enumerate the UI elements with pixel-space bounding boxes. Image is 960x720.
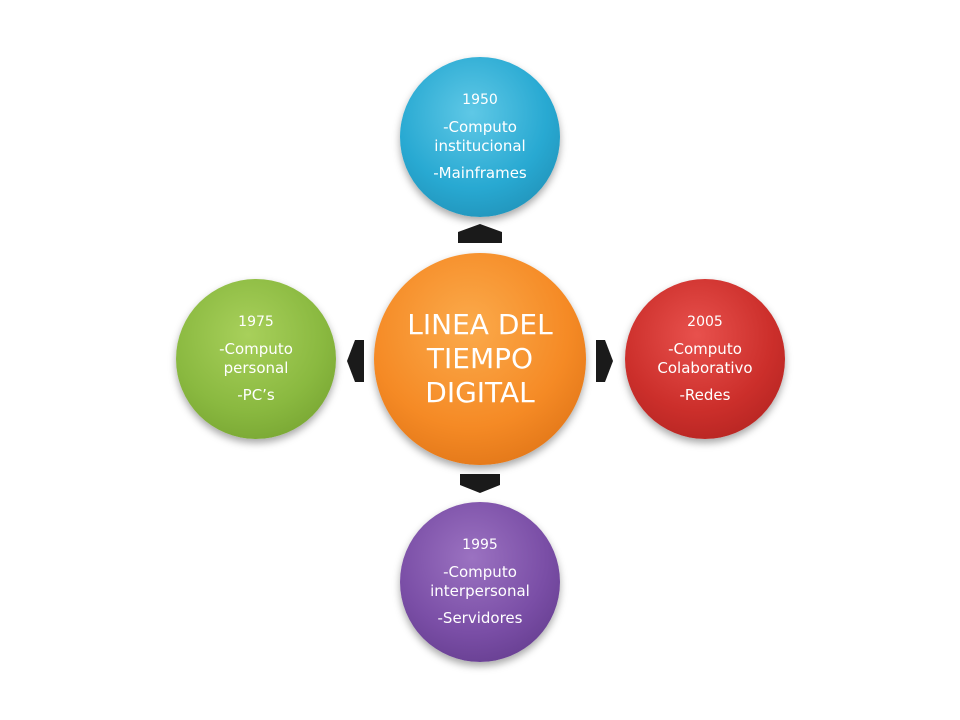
node-line: interpersonal <box>430 582 530 600</box>
node-1995: 1995 -Computo interpersonal -Servidores <box>400 502 560 662</box>
node-year: 1995 <box>462 537 498 553</box>
center-title-line-3: DIGITAL <box>425 376 535 409</box>
center-title-line-2: TIEMPO <box>426 342 534 375</box>
node-1975: 1975 -Computo personal -PC’s <box>176 279 336 439</box>
node-line: -Computo <box>219 340 293 358</box>
arrow-down <box>460 474 500 493</box>
center-title-line-1: LINEA DEL <box>407 308 553 341</box>
node-year: 2005 <box>687 314 723 330</box>
node-line: -Computo <box>668 340 742 358</box>
node-line: -Computo <box>443 118 517 136</box>
node-1950: 1950 -Computo institucional -Mainframes <box>400 57 560 217</box>
node-extra: -Mainframes <box>433 164 527 182</box>
node-line: personal <box>223 359 289 377</box>
arrow-right <box>596 340 613 382</box>
node-year: 1975 <box>238 314 274 330</box>
center-node: LINEA DEL TIEMPO DIGITAL <box>374 253 586 465</box>
node-extra: -PC’s <box>237 386 275 404</box>
node-line: Colaborativo <box>657 359 753 377</box>
node-line: -Computo <box>443 563 517 581</box>
arrow-up <box>458 224 502 243</box>
node-year: 1950 <box>462 92 498 108</box>
arrow-left <box>347 340 364 382</box>
node-extra: -Servidores <box>437 609 523 627</box>
node-2005: 2005 -Computo Colaborativo -Redes <box>625 279 785 439</box>
node-line: institucional <box>434 137 526 155</box>
node-extra: -Redes <box>679 386 731 404</box>
